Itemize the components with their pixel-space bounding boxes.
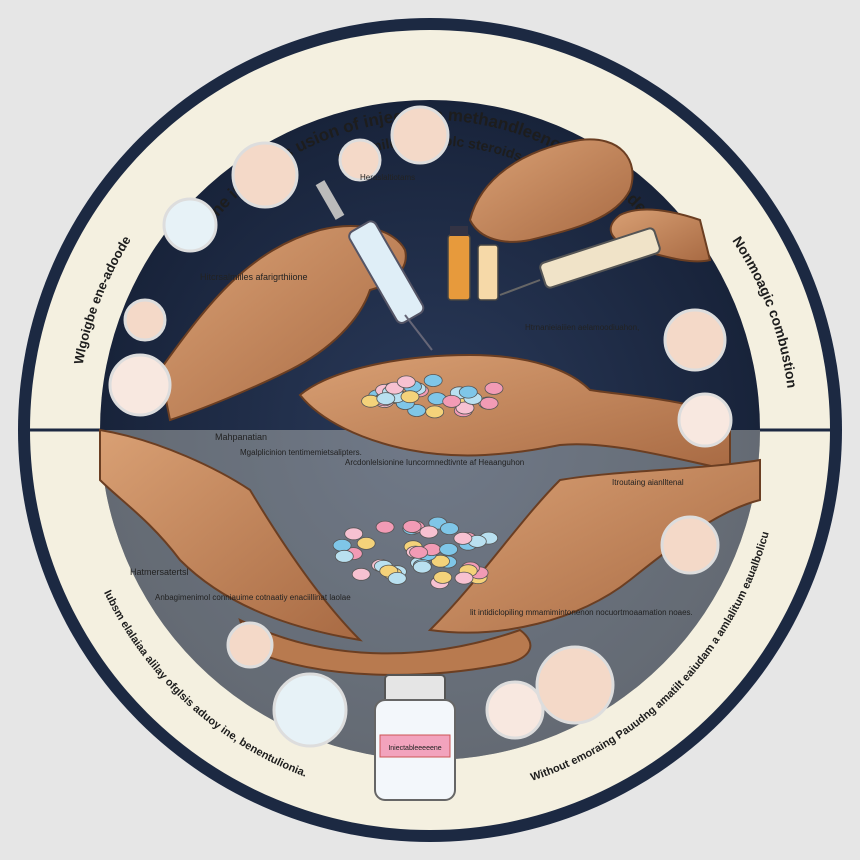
pill [412,560,432,574]
label-2: Mahpanatian [215,432,267,442]
pill [442,394,462,408]
label-1: Hitcrsalmiiles afarigrthiione [200,272,308,282]
label-6: Htrnanieiaiiien aelamoodiuahon, [525,323,639,332]
label-10: lit intidiclopiling mmamimintonenon nocu… [470,608,693,617]
pill [455,401,475,415]
hand-icon [99,428,761,676]
pill [402,520,422,533]
label-3: Hatmersatertsl [130,567,189,577]
syringe-icon [315,180,433,351]
pill [400,390,420,404]
pill-icon [361,374,504,419]
pill [409,546,429,559]
pill [484,381,504,395]
pill [439,543,459,556]
muscle-figure-icon [108,105,733,748]
pill [431,554,450,568]
callout-labels: Hitcrsalmiiles afarigrthiione Mahpanatia… [130,173,693,617]
pill [376,392,396,406]
pill [454,571,474,585]
pill [396,375,416,389]
pill [387,572,407,585]
syringe-icon [499,227,661,296]
label-7: Itroutaing aianlltenal [612,478,684,487]
label-5: Arcdonlelsionine Iuncormnedtivnte af Hea… [345,458,524,467]
pill [375,520,395,534]
pill [356,537,376,550]
vial-icon: Iniectableeeeene [374,674,456,801]
pill [458,385,478,399]
hand-icon [468,138,634,243]
label-9: Anbagimenimol conniauime cotnaatiy enaci… [155,593,351,602]
pill [433,571,453,584]
pill [423,374,443,387]
pill [419,525,439,539]
pill [351,567,371,581]
vial-icon [447,226,499,301]
pill [344,527,364,541]
label-4: Mgalplicinion tentimemietsalipters. [240,448,362,457]
pill [440,522,459,535]
vial-label: Iniectableeeeene [388,745,441,752]
pill [332,539,352,552]
pill-icon [332,516,499,589]
pill [479,396,499,410]
pill [425,405,445,419]
pill [453,532,473,545]
label-8: Heraslaltiotams [360,173,415,182]
pill [334,549,354,563]
